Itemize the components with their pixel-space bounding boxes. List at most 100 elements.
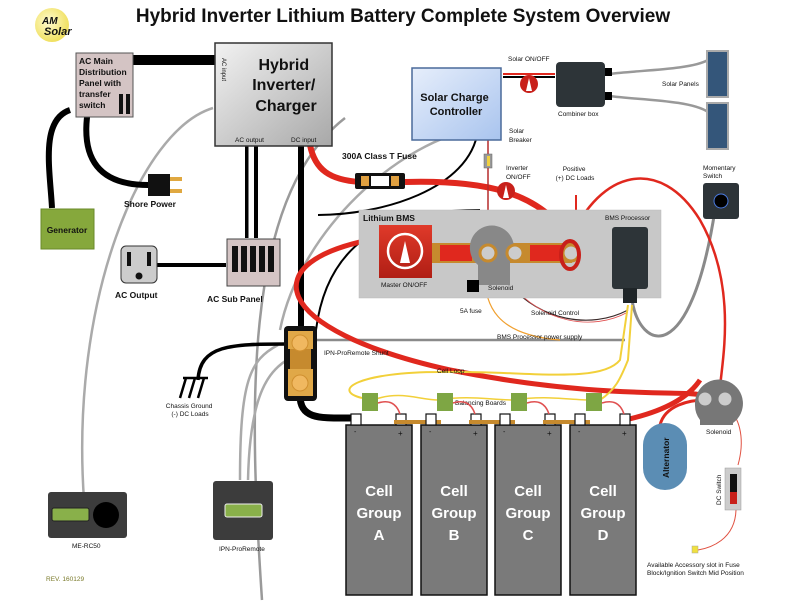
ac-output-outlet[interactable]: AC Output bbox=[115, 245, 158, 300]
cell-busbar bbox=[543, 420, 590, 424]
svg-text:Chassis Ground (-) DC Lo: Chassis Ground (-) DC Loads bbox=[166, 403, 214, 418]
svg-text:Solar Panels: Solar Panels bbox=[662, 81, 700, 88]
svg-text:Generator: Generator bbox=[47, 225, 88, 235]
svg-text:-: - bbox=[429, 429, 432, 436]
solar-charge-controller[interactable]: Solar Charge Controller bbox=[411, 67, 502, 141]
solar-onoff-switch[interactable]: Solar ON/OFF bbox=[508, 56, 550, 93]
shore-power-plug[interactable]: Shore Power bbox=[124, 174, 182, 209]
svg-text:IPN-ProRemote Shunt: IPN-ProRemote Shunt bbox=[324, 350, 389, 357]
svg-text:Momentary Switch: Momentary Switch bbox=[703, 165, 737, 180]
wire-accessory bbox=[697, 509, 737, 551]
balancing-board bbox=[586, 393, 602, 411]
svg-text:Lithium BMS: Lithium BMS bbox=[363, 213, 415, 223]
svg-text:Combiner box: Combiner box bbox=[558, 111, 599, 118]
solar-panel-2[interactable] bbox=[706, 102, 729, 150]
fuse-tap-icon bbox=[691, 545, 699, 554]
solar-breaker[interactable]: Solar Breaker bbox=[483, 128, 533, 169]
chassis-ground: Chassis Ground (-) DC Loads bbox=[166, 376, 214, 418]
svg-text:Positive (+) DC Loads: Positive (+) DC Loads bbox=[556, 166, 596, 182]
dc-switch[interactable]: DC Switch bbox=[716, 467, 742, 511]
svg-text:+: + bbox=[547, 429, 552, 438]
ac-sub-panel[interactable]: AC Sub Panel bbox=[207, 238, 281, 304]
wire-me-rc50-to-inverter bbox=[80, 106, 214, 501]
svg-text:AM: AM bbox=[41, 16, 58, 27]
hybrid-inverter-charger[interactable]: Hybrid Inverter/ Charger AC input AC out… bbox=[214, 42, 333, 147]
svg-text:Available Accessory slot in Fu: Available Accessory slot in Fuse Block/I… bbox=[647, 562, 744, 577]
svg-text:Solar Charge Controller: Solar Charge Controller bbox=[420, 92, 492, 118]
ac-main-distribution-panel[interactable]: AC Main Distribution Panel with transfer… bbox=[75, 52, 134, 118]
ipn-proremote-shunt[interactable]: IPN-ProRemote Shunt bbox=[284, 326, 389, 401]
svg-text:+: + bbox=[473, 429, 478, 438]
ipn-proremote[interactable]: IPN-ProRemote bbox=[213, 481, 273, 553]
fuse-5a-icon bbox=[467, 280, 479, 292]
generator[interactable]: Generator bbox=[40, 208, 95, 250]
ac-input-label: AC input bbox=[220, 58, 226, 81]
ac-output-label: AC output bbox=[235, 137, 264, 144]
starter-solenoid[interactable]: Solenoid bbox=[694, 379, 743, 436]
solar-panel-1[interactable] bbox=[706, 50, 729, 98]
negative-terminal bbox=[350, 413, 362, 426]
master-onoff-switch[interactable]: Master ON/OFF bbox=[379, 225, 432, 289]
inverter-onoff-switch[interactable]: Inverter ON/OFF bbox=[497, 165, 531, 200]
svg-text:Solar: Solar bbox=[44, 26, 72, 38]
svg-text:Solar ON/OFF: Solar ON/OFF bbox=[508, 56, 550, 63]
wire-chassis-ground bbox=[196, 342, 288, 381]
svg-text:AC Main Distribution: AC Main Distribution Panel with transfer… bbox=[79, 56, 129, 110]
svg-text:+: + bbox=[398, 429, 403, 438]
button-icon bbox=[713, 193, 729, 209]
momentary-switch[interactable]: Momentary Switch bbox=[703, 165, 739, 219]
fuse-300a-class-t[interactable]: 300A Class T Fuse bbox=[342, 151, 417, 189]
cell-loop-label: Cell Loop bbox=[437, 368, 465, 375]
positive-terminal bbox=[470, 413, 482, 426]
svg-text:Solenoid: Solenoid bbox=[488, 285, 514, 292]
wire-bms-to-solenoid bbox=[568, 177, 727, 391]
balancing-boards-label: Balancing Boards bbox=[455, 400, 507, 407]
svg-text:AC Output: AC Output bbox=[115, 290, 158, 300]
combiner-box[interactable]: Combiner box bbox=[556, 62, 612, 118]
wire-proremote-2 bbox=[246, 356, 291, 481]
solar-panels[interactable]: Solar Panels bbox=[662, 50, 729, 150]
plug-icon bbox=[148, 174, 170, 196]
svg-text:Hybrid Inverter/ C: Hybrid Inverter/ Charger bbox=[252, 57, 320, 115]
wire-momentary-switch bbox=[630, 209, 717, 338]
svg-text:+: + bbox=[622, 429, 627, 438]
bms-processor[interactable]: BMS Processor bbox=[605, 215, 651, 303]
balancing-board bbox=[437, 393, 453, 411]
svg-text:Solenoid: Solenoid bbox=[706, 429, 732, 436]
negative-terminal bbox=[425, 413, 437, 426]
cell-busbar bbox=[394, 420, 441, 424]
display-icon bbox=[224, 503, 263, 518]
positive-terminal bbox=[395, 413, 407, 426]
knob-icon bbox=[93, 502, 119, 528]
positive-terminal bbox=[619, 413, 631, 426]
transfer-switch-icon bbox=[119, 94, 123, 114]
fuse-5a-label: 5A fuse bbox=[460, 308, 482, 315]
wire-cell-loop bbox=[348, 304, 629, 399]
alternator[interactable]: Alternator bbox=[643, 423, 687, 490]
balancing-board bbox=[511, 393, 527, 411]
negative-terminal bbox=[499, 413, 511, 426]
me-rc50-remote[interactable]: ME-RC50 bbox=[48, 492, 127, 550]
svg-text:DC Switch: DC Switch bbox=[716, 474, 723, 505]
positive-terminal bbox=[544, 413, 556, 426]
wire-proremote-1 bbox=[238, 343, 279, 481]
svg-text:Shore Power: Shore Power bbox=[124, 199, 177, 209]
logo: AM Solar bbox=[35, 8, 72, 42]
wire-scc-negative bbox=[317, 129, 479, 216]
svg-text:BMS Processor: BMS Processor bbox=[605, 215, 651, 222]
svg-text:300A Class T Fuse: 300A Class T Fuse bbox=[342, 151, 417, 161]
toggle-icon bbox=[730, 474, 737, 504]
wire-panel-2 bbox=[608, 94, 709, 114]
svg-text:-: - bbox=[354, 429, 357, 436]
wire-dc-positive bbox=[307, 144, 361, 185]
svg-text:AC Sub Panel: AC Sub Panel bbox=[207, 294, 263, 304]
